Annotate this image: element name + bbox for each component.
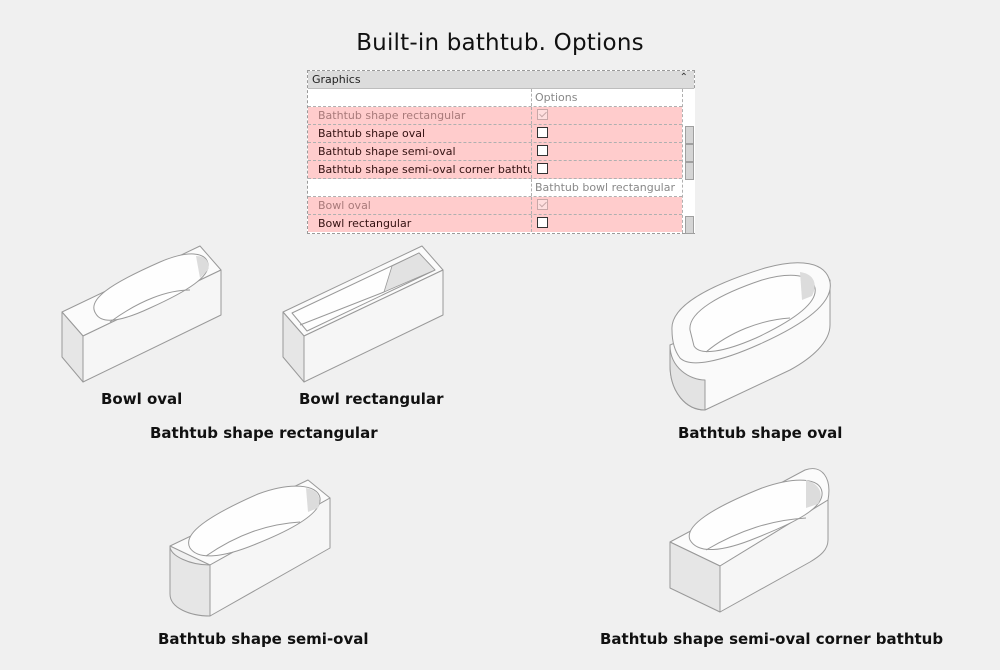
scrollbar[interactable] [682,89,695,234]
bathtub-rect-rect-bowl [282,245,444,383]
bathtub-oval [669,262,831,411]
row-value: Options [535,91,578,104]
row-name: Bowl rectangular [308,215,532,232]
table-row: Bathtub bowl rectangular [308,179,682,197]
checkbox-icon[interactable] [537,127,548,138]
checkbox-checked-icon[interactable] [537,199,548,210]
caption-shape-oval: Bathtub shape oval [678,424,843,442]
row-name: Bowl oval [308,197,532,214]
table-row: Options [308,89,682,107]
caption-bowl-rectangular: Bowl rectangular [299,390,444,408]
row-value: Bathtub bowl rectangular [535,181,675,194]
table-row: Bathtub shape semi-oval [308,143,682,161]
table-row: Bowl rectangular [308,215,682,232]
bathtub-semi-oval-corner [669,468,830,613]
checkbox-icon[interactable] [537,145,548,156]
caption-shape-rectangular: Bathtub shape rectangular [150,424,378,442]
checkbox-icon[interactable] [537,217,548,228]
table-row: Bathtub shape rectangular [308,107,682,125]
scrollbar-thumb[interactable] [685,144,694,162]
checkbox-icon[interactable] [537,163,548,174]
row-name: Bathtub shape semi-oval [308,143,532,160]
panel-header-graphics[interactable]: Graphics ⌃ [308,71,694,89]
caption-shape-semi-oval: Bathtub shape semi-oval [158,630,369,648]
table-row: Bowl oval [308,197,682,215]
panel-header-label: Graphics [312,73,361,86]
scrollbar-thumb[interactable] [685,162,694,180]
row-name: Bathtub shape rectangular [308,107,532,124]
scrollbar-thumb[interactable] [685,216,694,234]
bathtub-semi-oval [169,479,331,617]
caption-bowl-oval: Bowl oval [101,390,183,408]
checkbox-checked-icon[interactable] [537,109,548,120]
bathtub-rect-oval-bowl [61,245,222,383]
row-name: Bathtub shape semi-oval corner bathtub [308,161,532,178]
table-row: Bathtub shape semi-oval corner bathtub [308,161,682,179]
properties-panel: Graphics ⌃ Options Bathtub shape rectang… [307,70,695,234]
row-name [308,89,532,106]
table-row: Bathtub shape oval [308,125,682,143]
page-title: Built-in bathtub. Options [356,30,644,56]
scrollbar-thumb[interactable] [685,126,694,144]
row-name: Bathtub shape oval [308,125,532,142]
row-name [308,179,532,196]
caption-shape-semi-oval-corner: Bathtub shape semi-oval corner bathtub [600,630,944,648]
collapse-chevron-icon[interactable]: ⌃ [679,72,688,83]
